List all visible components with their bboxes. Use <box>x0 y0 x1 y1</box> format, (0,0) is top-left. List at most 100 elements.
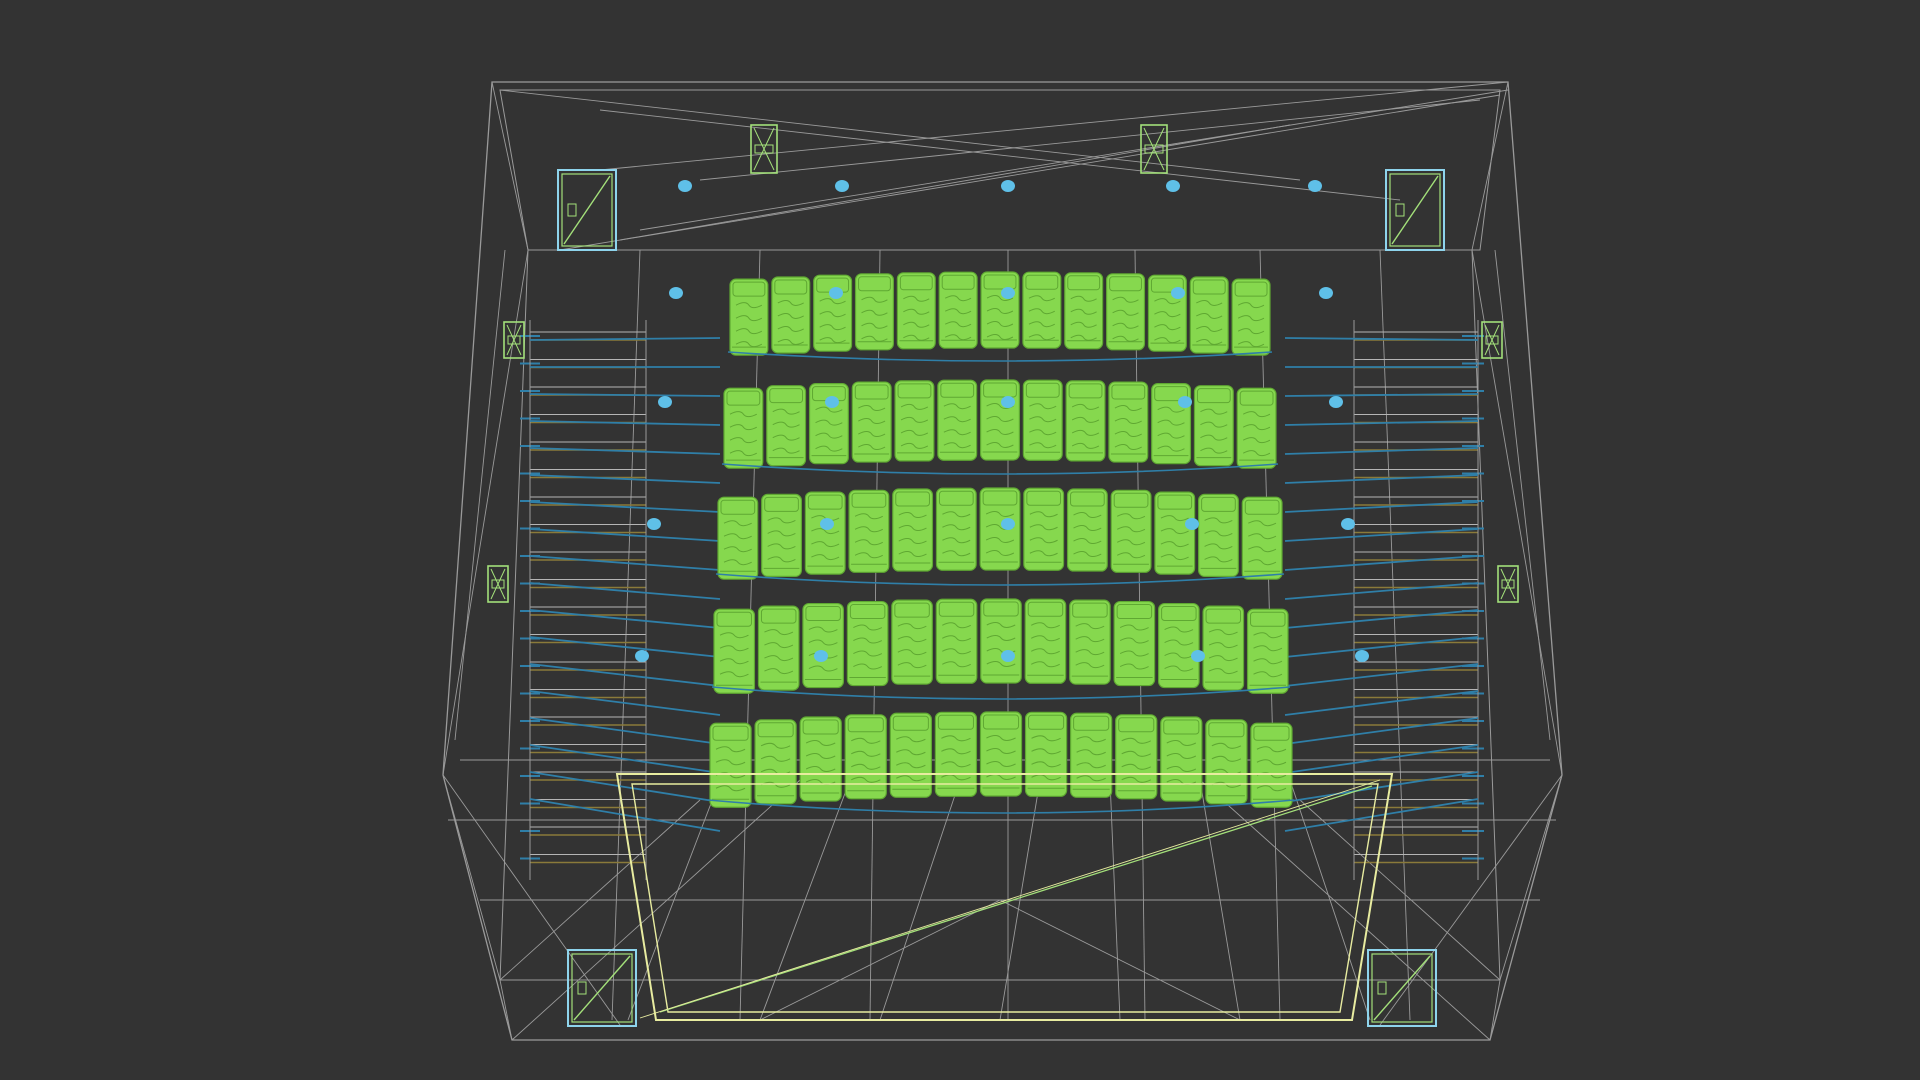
ceiling-light <box>1185 518 1199 530</box>
aisle-line-left <box>529 744 721 774</box>
seat-back <box>805 606 841 622</box>
seat-back <box>983 601 1019 617</box>
seat <box>808 383 849 465</box>
seat <box>813 274 853 352</box>
seat-detail <box>986 429 1014 435</box>
seat <box>771 276 811 354</box>
seat-detail <box>986 334 1014 340</box>
speaker-cross <box>1500 568 1516 600</box>
seat-detail <box>858 418 886 425</box>
seat-detail <box>896 762 926 769</box>
seat-detail <box>942 537 971 544</box>
seat-detail <box>1164 626 1194 633</box>
construction-line <box>442 249 529 776</box>
seat-detail <box>1256 759 1287 766</box>
seat-back <box>1161 606 1197 622</box>
seat-back <box>1109 276 1142 292</box>
seat <box>1193 385 1234 467</box>
seat-detail <box>1076 749 1106 756</box>
seat-detail <box>1031 661 1060 668</box>
seat-detail <box>1070 295 1097 302</box>
seat-detail <box>1075 636 1105 643</box>
speaker-grille <box>1371 953 1433 1023</box>
seat <box>761 493 802 577</box>
seat-back <box>1250 611 1286 627</box>
seat-detail <box>811 541 840 548</box>
seat-detail <box>1208 655 1238 662</box>
seat-detail <box>1208 668 1238 675</box>
seat-detail <box>1028 308 1056 315</box>
seat-back <box>847 717 884 733</box>
seat-body <box>713 608 756 694</box>
speaker-front-left <box>557 169 617 251</box>
seat-detail <box>898 538 927 545</box>
seat-body <box>1160 716 1203 802</box>
seat-back <box>940 382 975 398</box>
ceiling-light <box>814 650 828 662</box>
seat-detail <box>819 337 846 344</box>
seat-detail <box>805 740 836 746</box>
ceiling-light <box>1001 518 1015 530</box>
seat-detail <box>896 775 926 782</box>
aisle-line-right <box>1284 717 1479 745</box>
seat-detail <box>764 642 794 649</box>
construction-line <box>1489 979 1501 1041</box>
seat-detail <box>715 746 746 753</box>
seat-detail <box>986 735 1016 741</box>
aisle-line-left <box>529 636 721 658</box>
seat-detail <box>1154 298 1181 305</box>
seat <box>938 271 978 349</box>
seat-back <box>1239 390 1274 406</box>
seat-detail <box>942 550 971 557</box>
seat <box>766 385 807 467</box>
seat-detail <box>1121 776 1151 783</box>
construction-line <box>491 81 529 251</box>
seat <box>1070 712 1113 798</box>
seat-detail <box>719 658 749 665</box>
seat-detail <box>1071 416 1100 423</box>
seat-back <box>802 719 839 735</box>
seat-detail <box>1160 528 1189 535</box>
seat-detail <box>715 759 746 766</box>
seat <box>1069 599 1111 685</box>
seat-detail <box>1073 512 1102 519</box>
seat-detail <box>986 748 1016 754</box>
seat-body <box>1022 379 1063 461</box>
ceiling-light <box>647 518 661 530</box>
seat-detail <box>1114 431 1142 438</box>
seat-detail <box>729 411 757 418</box>
seat-detail <box>942 661 971 668</box>
seat-detail <box>767 556 796 563</box>
seat-detail <box>1070 321 1097 328</box>
aisle-line-left <box>529 663 721 687</box>
seat-body <box>1202 605 1245 691</box>
projection-screen <box>615 773 1394 1021</box>
seat-back <box>1113 492 1149 508</box>
aisle-line-left <box>529 555 721 571</box>
seat-back <box>983 382 1017 398</box>
ceiling-light <box>1178 396 1192 408</box>
seat-detail <box>1164 665 1194 672</box>
seat-detail <box>1071 403 1100 410</box>
aisle-line-right <box>1284 690 1479 716</box>
seat-detail <box>1029 524 1058 531</box>
screen-frame-inner <box>631 783 1379 1013</box>
seat-detail <box>1200 447 1228 454</box>
seat-detail <box>900 442 929 449</box>
construction-line <box>999 899 1241 1021</box>
seat-back <box>1157 494 1193 510</box>
seat <box>1236 387 1277 469</box>
construction-line <box>619 124 1291 241</box>
aisle-line-right <box>1284 771 1479 803</box>
seat-detail <box>897 636 927 643</box>
seat-back <box>858 276 891 292</box>
seat <box>889 712 932 798</box>
seat-detail <box>1248 559 1277 566</box>
seat-body <box>1110 489 1152 573</box>
seat <box>1246 608 1289 694</box>
seat-detail <box>897 623 927 630</box>
seat-detail <box>1028 321 1056 328</box>
seat-back <box>1150 277 1184 293</box>
